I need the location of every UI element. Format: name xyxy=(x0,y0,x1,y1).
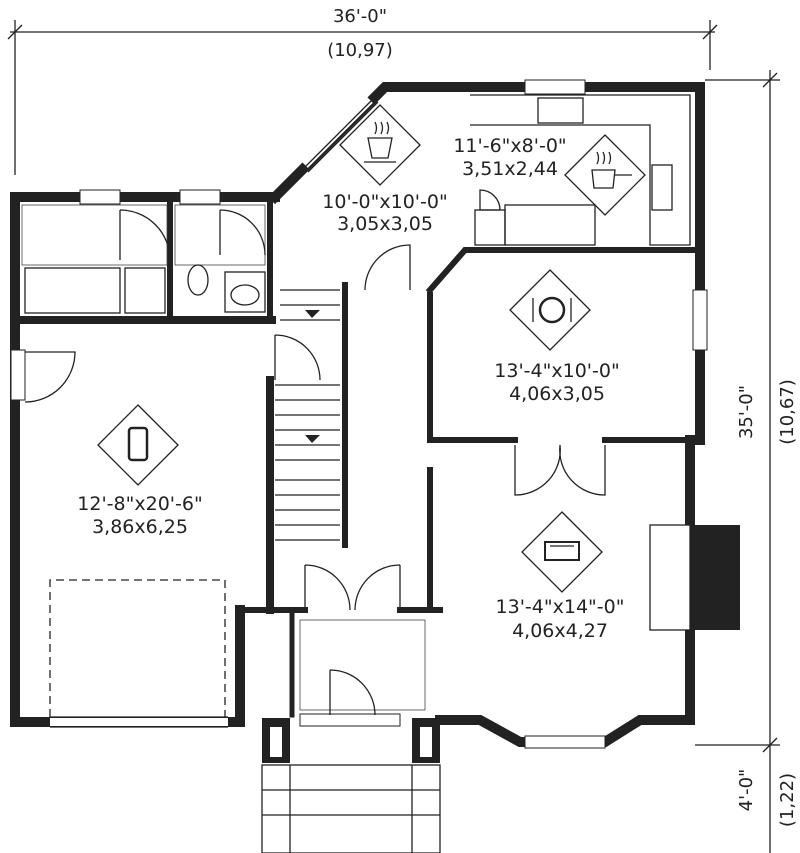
porch-depth-imperial: 4'-0" xyxy=(736,769,757,812)
interior-walls xyxy=(11,197,698,718)
depth-dimension: 35'-0" (10,67) 4'-0" (1,22) xyxy=(695,70,798,853)
room-size-metric: 4,06x4,27 xyxy=(512,620,608,642)
windows xyxy=(10,79,708,749)
room-size-metric: 4,06x3,05 xyxy=(509,383,605,405)
room-size-imperial: 13'-4"x10'-0" xyxy=(494,360,619,382)
room-size-metric: 3,86x6,25 xyxy=(92,516,188,538)
coffee-cup-icon xyxy=(339,104,421,186)
room-label-kitchen: 11'-6"x8'-0" 3,51x2,44 xyxy=(453,135,566,180)
room-size-imperial: 13'-4"x14"-0" xyxy=(496,596,625,618)
fixtures xyxy=(24,94,691,853)
width-imperial: 36'-0" xyxy=(333,6,387,27)
room-size-metric: 3,05x3,05 xyxy=(337,213,433,235)
room-label-dining: 13'-4"x10'-0" 4,06x3,05 xyxy=(494,360,619,405)
plate-cutlery-icon xyxy=(509,269,591,351)
room-size-imperial: 12'-8"x20'-6" xyxy=(77,493,202,515)
bathroom-tiles xyxy=(21,204,426,711)
doors xyxy=(24,189,606,716)
room-size-metric: 3,51x2,44 xyxy=(462,158,558,180)
porch-depth-metric: (1,22) xyxy=(777,773,798,827)
width-metric: (10,97) xyxy=(327,40,393,61)
room-label-living: 13'-4"x14"-0" 4,06x4,27 xyxy=(496,596,625,642)
garage-door xyxy=(49,579,228,728)
cooking-pot-icon xyxy=(564,134,646,216)
room-size-imperial: 10'-0"x10'-0" xyxy=(322,191,447,213)
depth-metric: (10,67) xyxy=(777,379,798,445)
car-icon xyxy=(97,404,179,486)
width-dimension: 36'-0" (10,97) xyxy=(7,6,718,175)
sofa-icon xyxy=(521,511,603,593)
room-size-imperial: 11'-6"x8'-0" xyxy=(453,135,566,157)
depth-imperial: 35'-0" xyxy=(736,385,757,439)
room-label-dinette: 10'-0"x10'-0" 3,05x3,05 xyxy=(322,191,447,235)
room-label-garage: 12'-8"x20'-6" 3,86x6,25 xyxy=(77,493,202,538)
